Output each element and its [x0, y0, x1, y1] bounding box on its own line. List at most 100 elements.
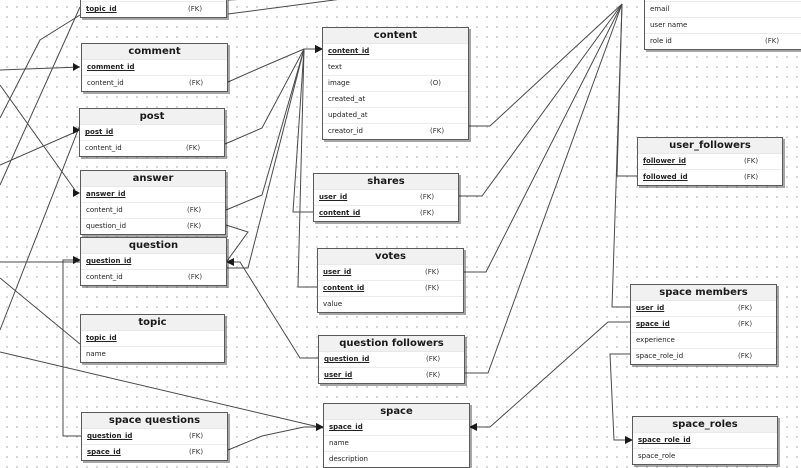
- field-row[interactable]: topic_id: [81, 331, 224, 347]
- field-row[interactable]: content_id(FK): [80, 141, 224, 156]
- relationship-line-space-questions-to-question[interactable]: [62, 256, 81, 437]
- field-row[interactable]: experience: [631, 333, 776, 349]
- relationship-line-answer-to-question[interactable]: [225, 224, 249, 262]
- field-row[interactable]: role id(FK): [645, 34, 801, 49]
- relationship-line-space-questions-to-space[interactable]: [227, 423, 324, 451]
- field-name: content_id: [86, 206, 123, 214]
- field-row[interactable]: user name: [645, 18, 801, 34]
- field-row[interactable]: user_id(FK): [631, 301, 776, 317]
- field-row[interactable]: content_id(FK): [81, 203, 225, 219]
- foreign-key-tag: (FK): [738, 352, 753, 360]
- field-row[interactable]: image(O): [323, 76, 468, 92]
- optional-tag: (O): [430, 79, 441, 87]
- field-row[interactable]: name: [324, 436, 469, 452]
- foreign-key-tag: (FK): [420, 193, 435, 201]
- relationship-line-offscreen[interactable]: [0, 124, 81, 331]
- field-row[interactable]: followed_id(FK): [638, 170, 782, 185]
- arrowhead-icon: [316, 423, 323, 431]
- field-row[interactable]: content_id(FK): [81, 270, 226, 285]
- field-row[interactable]: content_id: [323, 44, 468, 60]
- relationship-line-content-to-users[interactable]: [469, 3, 623, 127]
- field-row[interactable]: post_id: [80, 125, 224, 141]
- field-row[interactable]: creator_id(FK): [323, 124, 468, 139]
- field-name: role id: [650, 37, 672, 45]
- relationship-line-answer-to-content[interactable]: [225, 48, 305, 211]
- relationship-line-space-members-to-space-roles[interactable]: [609, 353, 633, 444]
- field-row[interactable]: answer_id: [81, 187, 225, 203]
- field-row[interactable]: user_id(FK): [314, 190, 458, 206]
- field-row[interactable]: description: [324, 452, 469, 467]
- field-row[interactable]: content_id(FK): [318, 281, 463, 297]
- relationship-line-offscreen[interactable]: [0, 6, 81, 186]
- arrowhead-icon: [315, 45, 322, 53]
- field-row[interactable]: name: [81, 347, 224, 362]
- primary-key-field: space_id: [87, 448, 121, 456]
- relationship-line-offscreen[interactable]: [227, 0, 395, 15]
- field-row[interactable]: question_id(FK): [82, 429, 227, 445]
- field-row[interactable]: question_id(FK): [81, 219, 225, 234]
- field-row[interactable]: value: [318, 297, 463, 312]
- relationship-line-votes-to-users[interactable]: [464, 3, 623, 273]
- field-row[interactable]: space_role: [633, 449, 777, 464]
- field-row[interactable]: topic_id(FK): [81, 2, 226, 17]
- primary-key-field: user_id: [324, 371, 353, 379]
- field-row[interactable]: question_id(FK): [319, 352, 464, 368]
- field-row[interactable]: email: [645, 2, 801, 18]
- field-row[interactable]: comment_id: [82, 60, 227, 76]
- relationship-line-space-members-to-space[interactable]: [469, 321, 630, 431]
- field-row[interactable]: password: [645, 0, 801, 2]
- field-row[interactable]: space_id(FK): [631, 317, 776, 333]
- field-name: text: [328, 63, 342, 71]
- relationship-line-offscreen[interactable]: [0, 277, 81, 345]
- field-name: description: [329, 455, 368, 463]
- field-row[interactable]: space_role_id: [633, 433, 777, 449]
- field-row[interactable]: text: [323, 60, 468, 76]
- relationship-line-user-followers-to-users[interactable]: [616, 3, 637, 177]
- relationship-line-offscreen[interactable]: [0, 66, 81, 71]
- field-row[interactable]: user_id(FK): [81, 0, 226, 2]
- field-row[interactable]: follower_id(FK): [638, 154, 782, 170]
- field-row[interactable]: user_id(FK): [319, 368, 464, 383]
- relationship-line-space-members-to-users[interactable]: [611, 3, 630, 308]
- relationship-line-offscreen[interactable]: [0, 129, 81, 166]
- entity-user-topics[interactable]: user_id(FK)topic_id(FK): [80, 0, 227, 18]
- relationship-line-shares-to-users[interactable]: [459, 3, 623, 197]
- field-name: experience: [636, 336, 675, 344]
- relationship-line-votes-to-content[interactable]: [297, 48, 317, 288]
- relationship-line-post-to-content[interactable]: [224, 45, 323, 145]
- primary-key-field: space_id: [636, 320, 670, 328]
- field-row[interactable]: space_role_id(FK): [631, 349, 776, 364]
- field-row[interactable]: updated_at: [323, 108, 468, 124]
- field-row[interactable]: space_id(FK): [82, 445, 227, 460]
- field-row[interactable]: content_id(FK): [314, 206, 458, 221]
- field-row[interactable]: space_id: [324, 420, 469, 436]
- field-row[interactable]: question_id: [81, 254, 226, 270]
- primary-key-field: content_id: [323, 284, 365, 292]
- field-row[interactable]: created_at: [323, 92, 468, 108]
- relationship-line-comment-to-content[interactable]: [227, 45, 323, 83]
- relationship-line-offscreen[interactable]: [0, 84, 76, 191]
- relationship-line-question-to-content[interactable]: [227, 48, 305, 269]
- relationship-line-question-followers-to-users[interactable]: [465, 3, 623, 374]
- field-row[interactable]: user_id(FK): [318, 265, 463, 281]
- relationship-line-shares-to-content[interactable]: [292, 48, 313, 213]
- relationship-line-question-followers-to-question[interactable]: [226, 258, 318, 359]
- relationship-line-offscreen[interactable]: [0, 14, 81, 119]
- field-row[interactable]: content_id(FK): [82, 76, 227, 91]
